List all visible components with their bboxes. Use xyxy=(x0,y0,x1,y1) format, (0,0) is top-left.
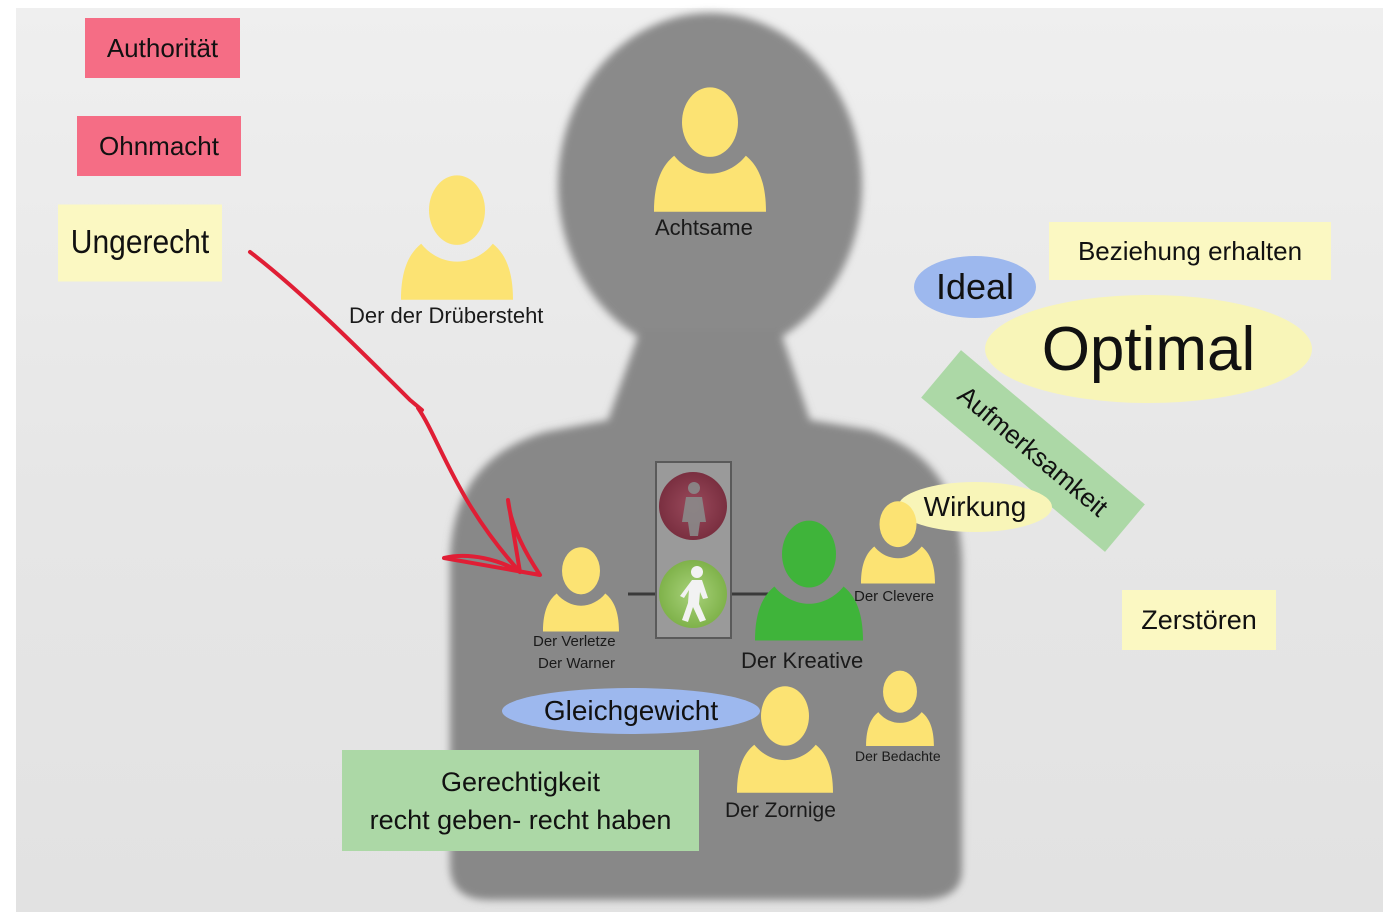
note-beziehung-text: Beziehung erhalten xyxy=(1077,235,1303,266)
label-kreative: Der Kreative xyxy=(741,648,864,673)
note-gerechtigkeit-line2: recht geben- recht haben xyxy=(369,804,672,835)
note-ungerecht[interactable]: Ungerecht xyxy=(58,204,222,282)
label-verletze: Der Verletze xyxy=(533,633,616,650)
person-icon-zornige xyxy=(737,686,833,793)
person-icon-drueber xyxy=(401,175,513,300)
label-achtsame: Achtsame xyxy=(655,215,753,240)
note-authoritaet-text: Authorität xyxy=(106,32,219,63)
person-icon-kreative xyxy=(755,520,863,641)
label-drueber: Der der Drübersteht xyxy=(349,303,544,328)
red-arrow xyxy=(248,250,542,577)
bubble-optimal-text: Optimal xyxy=(1041,314,1256,384)
note-zerstoeren-text: Zerstören xyxy=(1141,604,1257,635)
note-ohnmacht[interactable]: Ohnmacht xyxy=(77,116,241,176)
note-ungerecht-text: Ungerecht xyxy=(70,224,210,261)
label-clevere: Der Clevere xyxy=(854,588,935,605)
bubble-gleichgewicht-text: Gleichgewicht xyxy=(543,695,719,726)
bubble-ideal[interactable]: Ideal xyxy=(914,256,1036,318)
note-beziehung[interactable]: Beziehung erhalten xyxy=(1049,222,1331,280)
person-icon-achtsame xyxy=(654,87,766,212)
person-icon-bedachte xyxy=(866,670,934,746)
bubble-gleichgewicht[interactable]: Gleichgewicht xyxy=(502,688,760,734)
bubble-ideal-text: Ideal xyxy=(935,266,1015,307)
note-ohnmacht-text: Ohnmacht xyxy=(99,130,219,161)
note-zerstoeren[interactable]: Zerstören xyxy=(1122,590,1276,650)
note-authoritaet[interactable]: Authorität xyxy=(85,18,240,78)
label-bedachte: Der Bedachte xyxy=(855,748,941,764)
bubble-optimal[interactable]: Optimal xyxy=(985,295,1312,403)
bubble-wirkung-text: Wirkung xyxy=(923,491,1027,522)
traffic-light xyxy=(628,461,772,639)
person-icon-verletze xyxy=(543,547,619,632)
label-warner: Der Warner xyxy=(538,655,615,672)
person-icon-clevere xyxy=(861,501,935,584)
bubble-wirkung[interactable]: Wirkung xyxy=(898,482,1052,532)
note-gerechtigkeit[interactable]: Gerechtigkeit recht geben- recht haben xyxy=(342,750,699,851)
note-gerechtigkeit-line1: Gerechtigkeit xyxy=(440,766,601,797)
label-zornige: Der Zornige xyxy=(725,799,836,822)
